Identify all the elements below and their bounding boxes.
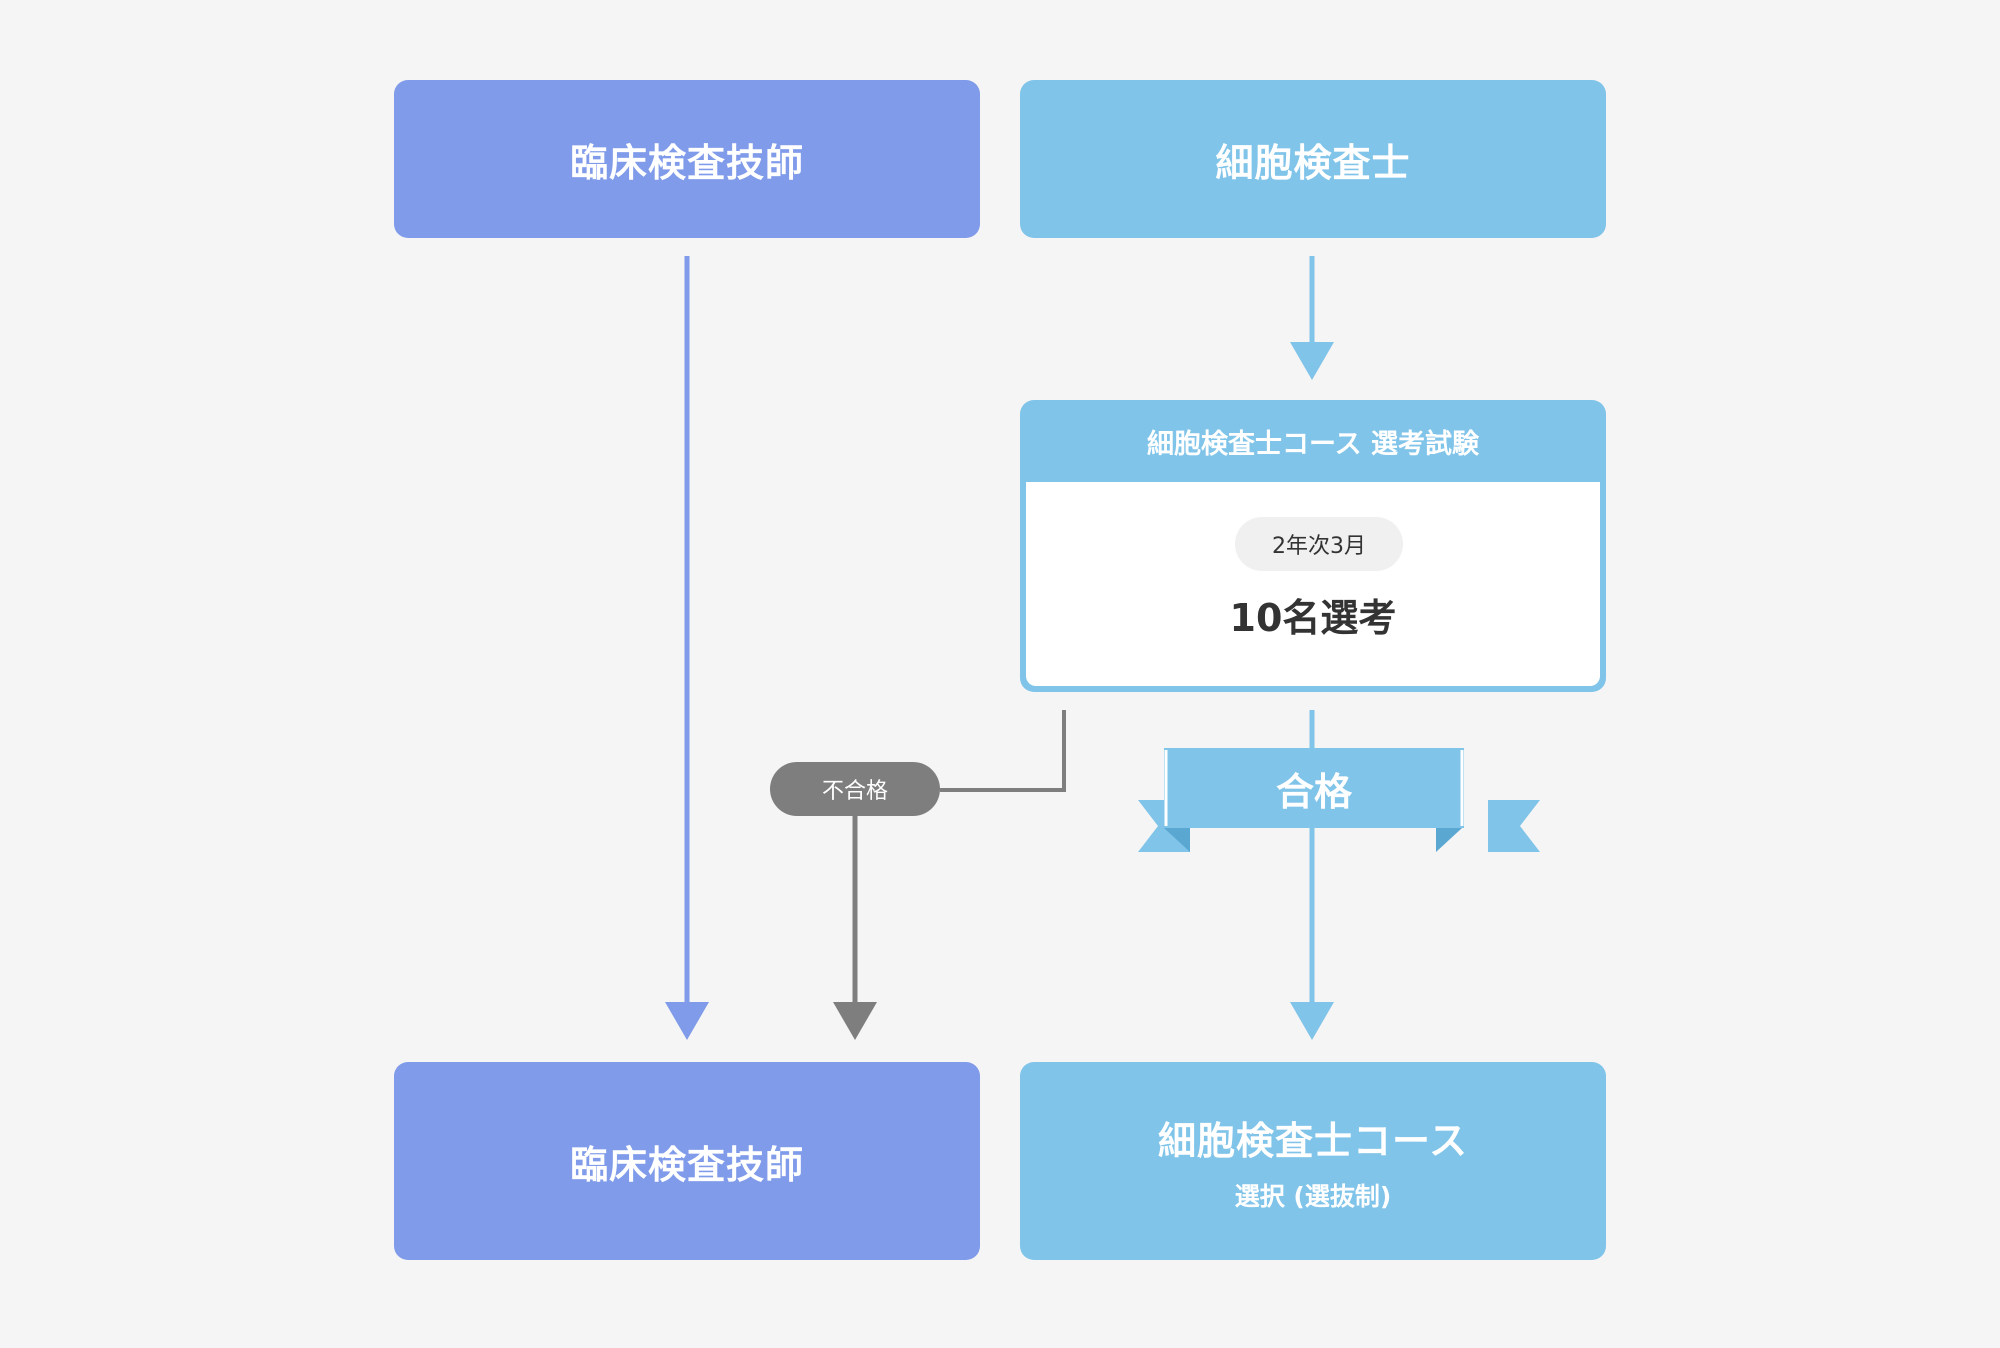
selection-exam-card: 細胞検査士コース 選考試験 2年次3月 10名選考 (1020, 400, 1606, 692)
clinical-technologist-title-top: 臨床検査技師 (569, 140, 804, 185)
pass-ribbon-fold-right (1436, 828, 1462, 852)
selection-count: 10名選考 (1229, 596, 1397, 640)
fail-badge: 不合格 (770, 762, 940, 816)
cytotechnologist-course-box: 細胞検査士コース 選択 (選抜制) (1020, 1062, 1606, 1260)
pass-ribbon-fold-left (1164, 828, 1190, 852)
cytotechnologist-box-top: 細胞検査士 (1020, 80, 1606, 238)
clinical-technologist-box-top: 臨床検査技師 (394, 80, 980, 238)
exam-arrow-head (1290, 342, 1334, 380)
pass-ribbon-tail-right (1488, 800, 1540, 852)
cytotechnologist-title-top: 細胞検査士 (1215, 140, 1411, 185)
left-arrow-head (665, 1002, 709, 1040)
clinical-technologist-box-bottom: 臨床検査技師 (394, 1062, 980, 1260)
pass-arrow-head (1290, 1002, 1334, 1040)
cytotechnologist-course-subtitle: 選択 (選抜制) (1234, 1181, 1392, 1211)
exam-period-badge: 2年次3月 (1235, 517, 1403, 571)
pass-label: 合格 (1275, 769, 1352, 814)
selection-exam-body: 2年次3月 10名選考 (1026, 482, 1600, 686)
cytotechnologist-course-title: 細胞検査士コース (1157, 1118, 1469, 1163)
fail-flow-line (940, 710, 1066, 792)
fail-arrow-head (833, 1002, 877, 1040)
selection-exam-header: 細胞検査士コース 選考試験 (1146, 428, 1480, 460)
pass-ribbon-body (1164, 748, 1464, 828)
clinical-technologist-title-bottom: 臨床検査技師 (569, 1142, 804, 1187)
